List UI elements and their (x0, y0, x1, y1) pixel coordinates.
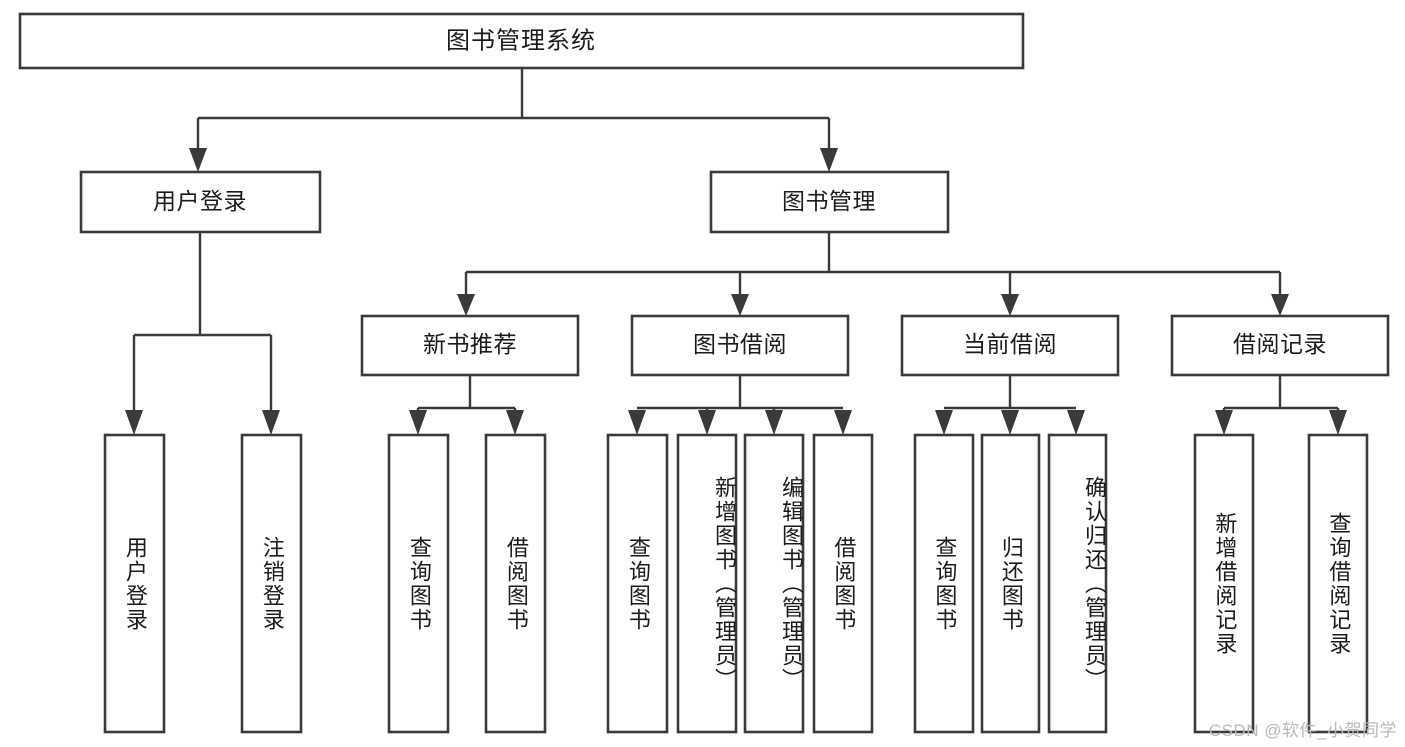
leaf-boxes-new-book-recommendation (387, 433, 547, 734)
node-current-borrow-box[interactable] (900, 314, 1120, 377)
leaf-box-nbr-borrow-book[interactable] (484, 433, 547, 734)
arrow-head-cb-2 (1001, 410, 1019, 435)
arrow-head-ul-1 (125, 410, 143, 435)
leaf-box-user-login-logout[interactable] (240, 433, 303, 734)
node-root-label: 图书管理系统 (446, 27, 596, 54)
node-new-book-recommendation[interactable]: 新书推荐 (360, 314, 580, 377)
arrow-head-nbr-1 (409, 410, 427, 435)
node-root-box[interactable] (18, 12, 1025, 70)
leaf-box-bb-borrow-book[interactable] (812, 433, 874, 734)
node-user-login-box[interactable] (79, 170, 322, 234)
arrow-head-book-mgmt (820, 148, 838, 172)
arrow-head-cb-1 (935, 410, 953, 435)
node-current-borrow[interactable]: 当前借阅 (900, 314, 1120, 377)
arrow-head-user-login (189, 148, 207, 172)
arrow-head-l2-3 (1001, 294, 1019, 316)
node-borrow-record-label: 借阅记录 (1233, 331, 1327, 357)
arrow-head-bb-3 (765, 410, 783, 435)
leaf-boxes-borrow-record (1193, 433, 1369, 734)
leaf-box-cb-confirm-return-admin[interactable] (1047, 433, 1108, 734)
leaf-boxes-current-borrow (913, 433, 1108, 734)
leaf-box-bb-edit-book-admin[interactable] (743, 433, 805, 734)
connectors-root-to-level1 (189, 68, 838, 172)
connectors-borrow-record-to-leaves (1215, 375, 1347, 435)
arrow-head-bb-2 (698, 410, 716, 435)
csdn-watermark: CSDN @软件_小贺同学 (1208, 721, 1397, 740)
node-new-book-recommendation-label: 新书推荐 (423, 331, 517, 357)
arrow-head-bb-1 (628, 410, 646, 435)
connectors-user-login-to-leaves (125, 232, 280, 435)
leaf-box-br-query-record[interactable] (1307, 433, 1369, 734)
arrow-head-nbr-2 (506, 410, 524, 435)
node-book-management-label: 图书管理 (782, 188, 876, 214)
node-book-borrow-label: 图书借阅 (693, 331, 787, 357)
node-user-login[interactable]: 用户登录 (79, 170, 322, 234)
node-borrow-record-box[interactable] (1170, 314, 1390, 377)
connectors-book-borrow-to-leaves (628, 375, 852, 435)
leaf-box-bb-add-book-admin[interactable] (676, 433, 738, 734)
arrow-head-bb-4 (834, 410, 852, 435)
leaf-box-cb-return-book[interactable] (980, 433, 1041, 734)
leaf-box-user-login-login[interactable] (103, 433, 166, 734)
node-user-login-label: 用户登录 (153, 188, 247, 214)
node-book-management[interactable]: 图书管理 (709, 170, 950, 234)
node-current-borrow-label: 当前借阅 (963, 331, 1057, 357)
node-new-book-recommendation-box[interactable] (360, 314, 580, 377)
leaf-box-cb-query-book[interactable] (913, 433, 975, 734)
arrow-head-l2-1 (457, 294, 475, 316)
connectors-current-borrow-to-leaves (935, 375, 1085, 435)
arrow-head-l2-4 (1271, 294, 1289, 316)
node-book-borrow-box[interactable] (630, 314, 850, 377)
node-book-management-box[interactable] (709, 170, 950, 234)
leaf-box-br-add-record[interactable] (1193, 433, 1255, 734)
leaf-boxes-book-borrow (606, 433, 874, 734)
connectors-book-mgmt-to-level2 (457, 232, 1289, 316)
arrow-head-br-2 (1329, 410, 1347, 435)
node-book-borrow[interactable]: 图书借阅 (630, 314, 850, 377)
node-root-book-management-system[interactable]: 图书管理系统 (18, 12, 1025, 70)
arrow-head-ul-2 (262, 410, 280, 435)
arrow-head-l2-2 (731, 294, 749, 316)
node-borrow-record[interactable]: 借阅记录 (1170, 314, 1390, 377)
arrow-head-br-1 (1215, 410, 1233, 435)
leaf-boxes-user-login (103, 433, 303, 734)
connectors-new-book-rec-to-leaves (409, 375, 524, 435)
leaf-box-bb-query-book[interactable] (606, 433, 669, 734)
arrow-head-cb-3 (1067, 410, 1085, 435)
leaf-box-nbr-query-book[interactable] (387, 433, 450, 734)
